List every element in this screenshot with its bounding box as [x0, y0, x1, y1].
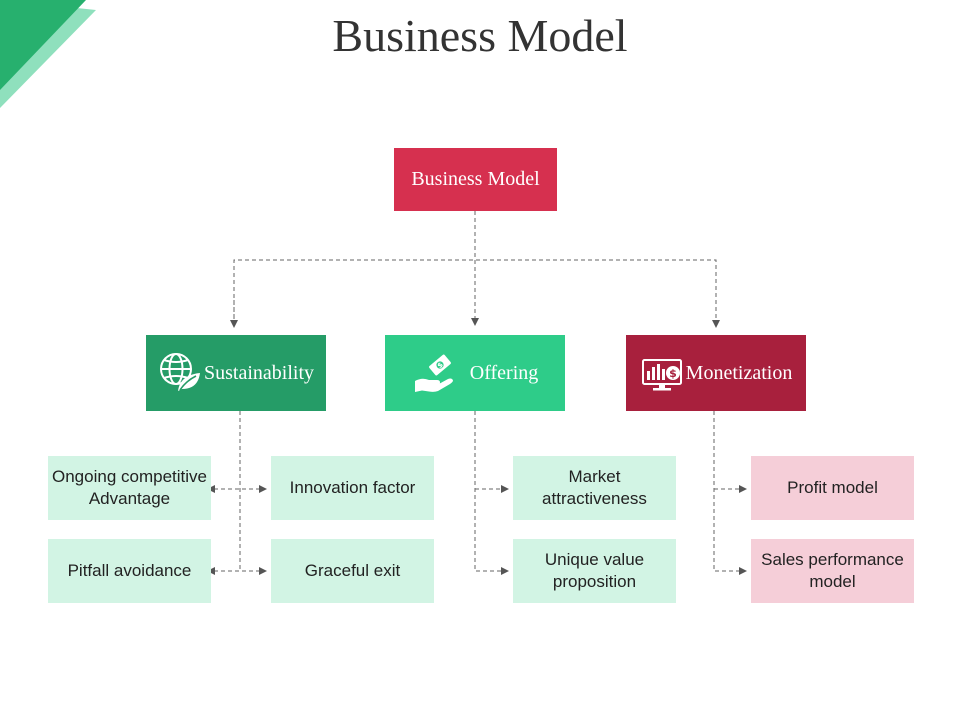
leaf-innovation-factor: Innovation factor — [271, 456, 434, 520]
corner-triangle-dark — [0, 0, 86, 90]
svg-text:$: $ — [669, 367, 677, 380]
connector-mon-trunk — [713, 411, 747, 575]
connector-off-trunk — [474, 411, 509, 575]
leaf-market-attractiveness: Market attractiveness — [513, 456, 676, 520]
category-sustainability: Sustainability — [146, 335, 326, 411]
leaf-graceful-exit: Graceful exit — [271, 539, 434, 603]
leaf-pitfall-avoidance: Pitfall avoidance — [48, 539, 211, 603]
leaf-profit-model: Profit model — [751, 456, 914, 520]
category-sustainability-label: Sustainability — [204, 361, 314, 384]
leaf-label: Profit model — [787, 478, 878, 497]
root-node: Business Model — [394, 148, 557, 211]
leaf-ongoing-competitive-advantage: Ongoing competitive Advantage — [48, 456, 211, 520]
leaf-label: Graceful exit — [304, 561, 401, 580]
root-node-label: Business Model — [411, 168, 540, 190]
monitor-dollar-icon: $ — [641, 359, 682, 391]
connector-bus — [233, 259, 717, 326]
globe-leaf-icon — [160, 353, 200, 391]
leaf-sales-performance-model: Sales performance model — [751, 539, 914, 603]
leaf-label: Market attractiveness — [542, 467, 647, 508]
hand-money-icon: $ — [414, 354, 453, 392]
leaf-label: Unique value proposition — [544, 550, 645, 591]
corner-decoration — [0, 0, 96, 108]
page-title: Business Model — [332, 10, 628, 61]
category-monetization-label: Monetization — [685, 361, 793, 384]
leaf-label: Innovation factor — [289, 478, 416, 497]
category-monetization: $ Monetization — [626, 335, 806, 411]
leaf-unique-value-proposition: Unique value proposition — [513, 539, 676, 603]
leaf-label: Sales performance model — [761, 550, 904, 591]
category-offering: $ Offering — [385, 335, 565, 411]
category-offering-label: Offering — [469, 361, 539, 384]
leaf-label: Ongoing competitive Advantage — [52, 467, 207, 508]
svg-text:$: $ — [436, 361, 445, 370]
leaf-label: Pitfall avoidance — [67, 561, 192, 580]
